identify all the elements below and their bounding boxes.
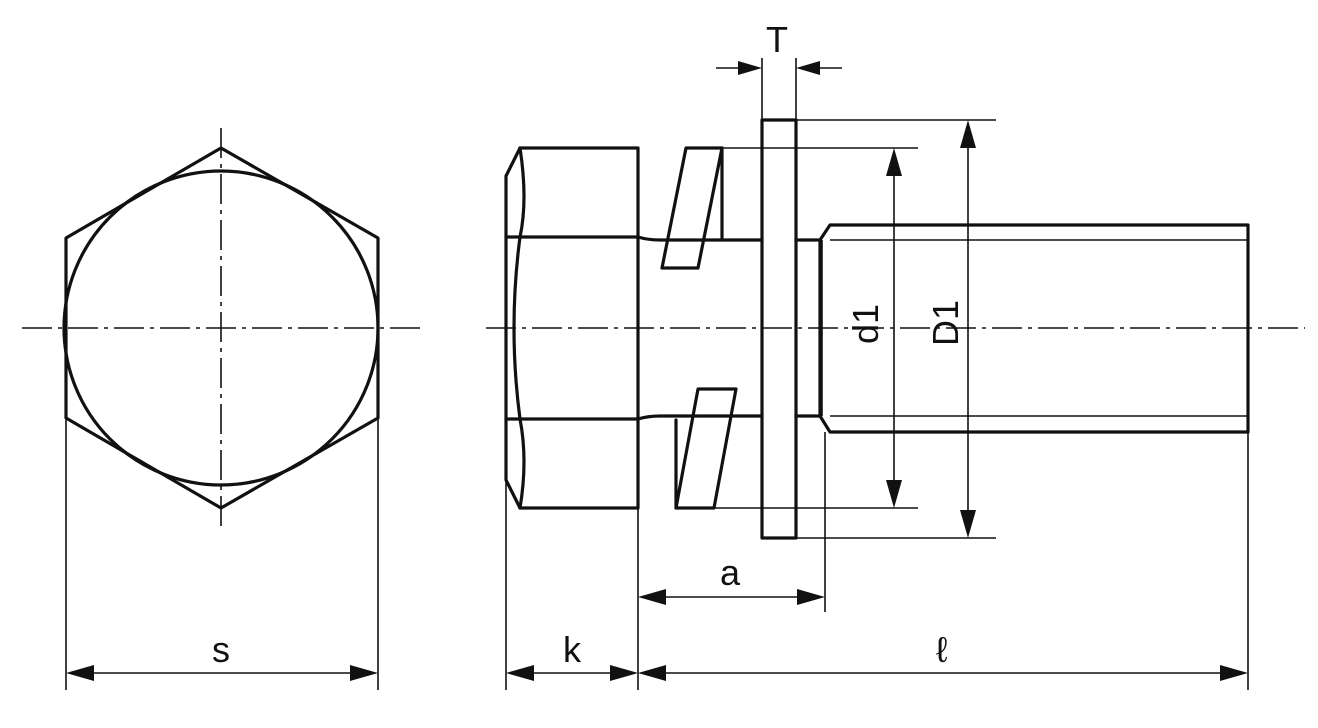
label-s: s: [212, 629, 230, 670]
dimension-l: ℓ: [638, 432, 1249, 690]
dimension-T: T: [716, 19, 842, 120]
chamfer-circle: [62, 169, 380, 487]
label-l: ℓ: [936, 629, 948, 670]
label-k: k: [563, 629, 582, 670]
dimension-D1: D1: [796, 119, 996, 539]
label-D1: D1: [925, 300, 966, 346]
shank: [636, 235, 764, 421]
dimension-k: k: [505, 480, 638, 690]
label-a: a: [720, 552, 741, 593]
flat-washer: [760, 118, 798, 540]
dimension-s: s: [65, 418, 379, 690]
dimension-a: a: [637, 432, 826, 690]
hex-end-view: [22, 128, 425, 530]
dimension-d1: d1: [714, 147, 918, 509]
label-d1: d1: [845, 304, 886, 344]
label-T: T: [766, 19, 788, 60]
